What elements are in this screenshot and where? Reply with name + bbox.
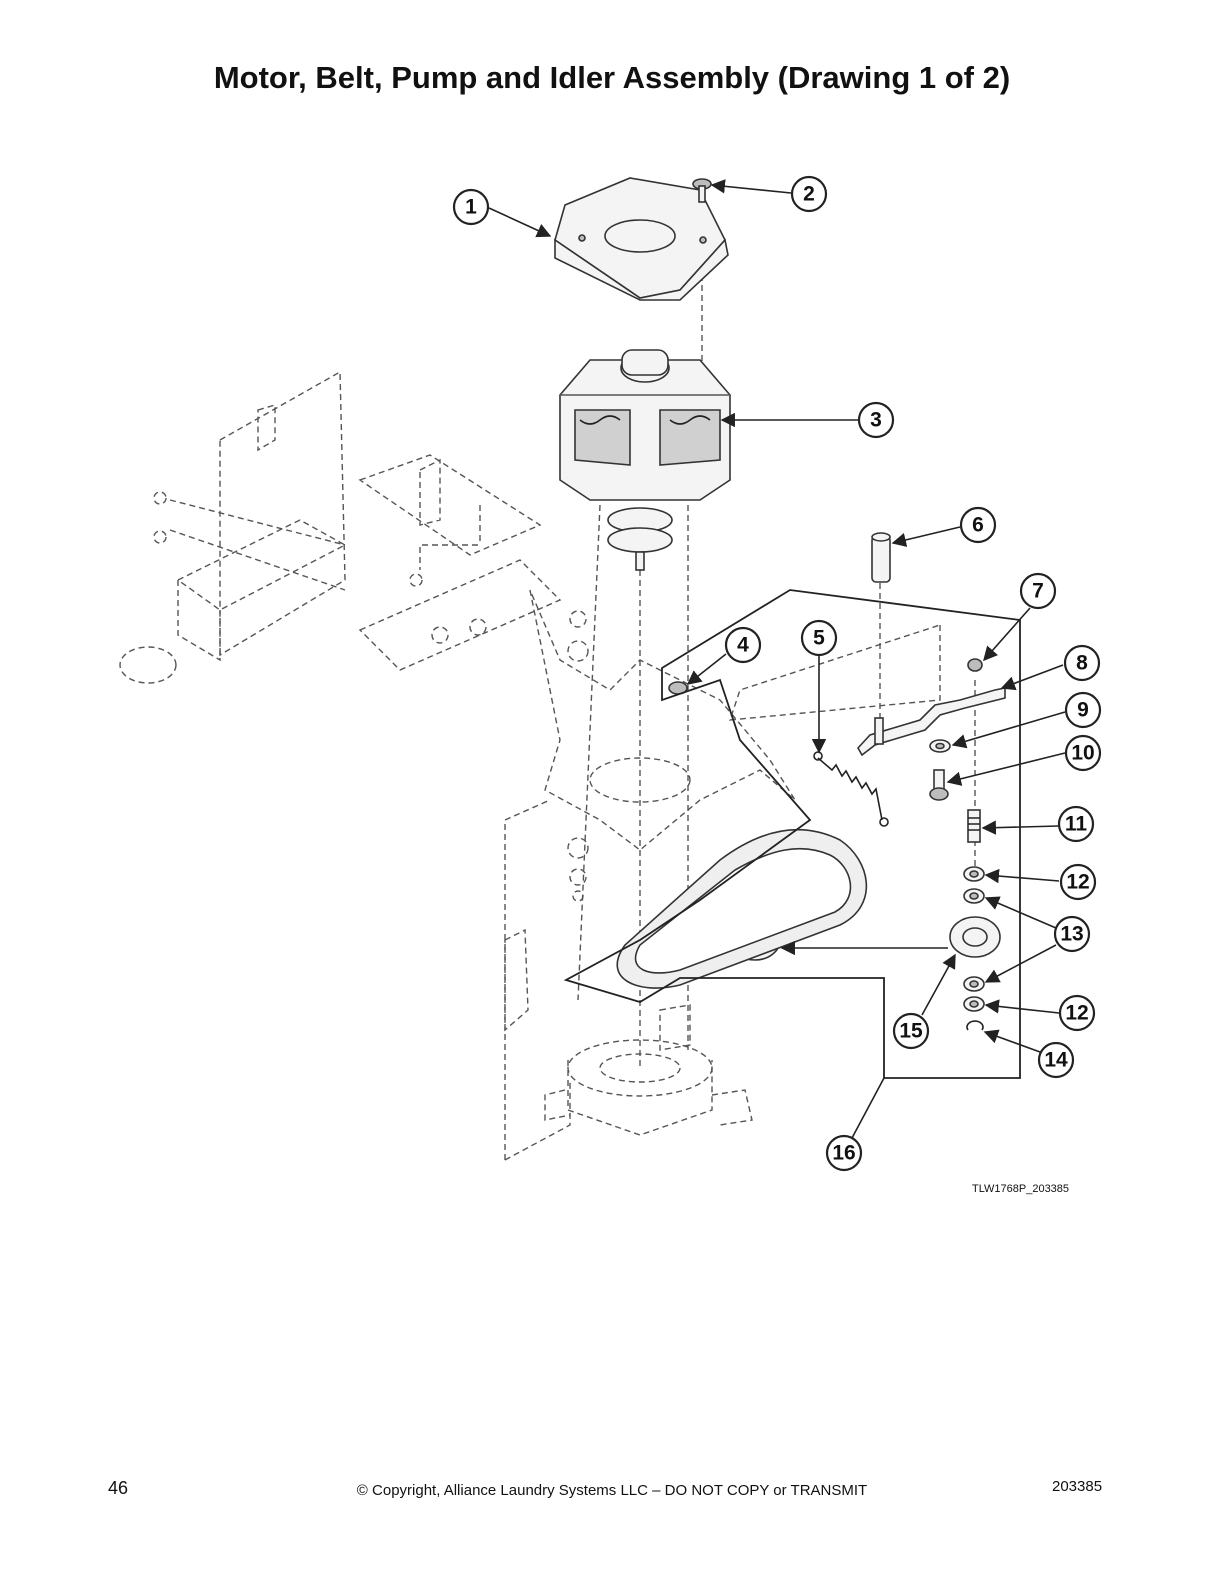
svg-text:11: 11 xyxy=(1065,813,1088,836)
callout-14: 14 xyxy=(1037,1041,1075,1079)
callout-5: 5 xyxy=(800,619,838,657)
part-1-motor-cover xyxy=(554,177,729,301)
svg-text:9: 9 xyxy=(1077,699,1089,722)
part-9-washer xyxy=(929,739,951,753)
callout-7: 7 xyxy=(1019,572,1057,610)
part-3-motor xyxy=(559,349,731,571)
callout-10: 10 xyxy=(1064,734,1102,772)
page-number: 46 xyxy=(108,1478,129,1498)
part-10-bolt xyxy=(929,769,949,801)
svg-text:12: 12 xyxy=(1066,871,1089,894)
callout-15: 15 xyxy=(892,1012,930,1050)
ghost-frame-assembly xyxy=(119,370,562,684)
svg-text:12: 12 xyxy=(1065,1002,1088,1025)
svg-text:10: 10 xyxy=(1071,742,1094,765)
callout-3: 3 xyxy=(857,401,895,439)
figure-reference: TLW1768P_203385 xyxy=(972,1183,1070,1195)
callout-12-upper: 12 xyxy=(1059,863,1097,901)
part-7-nut xyxy=(967,658,983,672)
svg-text:2: 2 xyxy=(803,183,815,206)
part-8-idler-arm xyxy=(857,687,1006,757)
part-5-spring xyxy=(813,751,889,827)
copyright-notice: © Copyright, Alliance Laundry Systems LL… xyxy=(356,1482,868,1499)
svg-text:13: 13 xyxy=(1060,923,1083,946)
svg-text:1: 1 xyxy=(465,196,477,219)
svg-text:4: 4 xyxy=(737,634,749,657)
svg-text:15: 15 xyxy=(899,1020,923,1043)
svg-text:5: 5 xyxy=(813,627,825,650)
page-title: Motor, Belt, Pump and Idler Assembly (Dr… xyxy=(213,60,1011,95)
callout-16: 16 xyxy=(825,1134,863,1172)
document-number: 203385 xyxy=(1052,1478,1103,1495)
svg-text:8: 8 xyxy=(1076,652,1088,675)
svg-text:16: 16 xyxy=(832,1142,855,1165)
callout-4: 4 xyxy=(724,626,762,664)
ghost-pump xyxy=(544,1004,753,1136)
callout-11: 11 xyxy=(1057,805,1095,843)
belt-bracket-frame xyxy=(563,589,1021,1079)
part-6-pin xyxy=(871,532,891,583)
callout-2: 2 xyxy=(790,175,828,213)
part-16-belt xyxy=(616,828,868,989)
part-11-stud xyxy=(967,809,981,843)
callout-13: 13 xyxy=(1053,915,1091,953)
callout-1: 1 xyxy=(452,188,490,226)
callout-6: 6 xyxy=(959,506,997,544)
leader-arrows xyxy=(488,179,1066,1139)
svg-text:14: 14 xyxy=(1044,1049,1068,1072)
callout-8: 8 xyxy=(1063,644,1101,682)
part-washer-stack xyxy=(963,866,985,1031)
svg-text:3: 3 xyxy=(870,409,882,432)
callout-12-lower: 12 xyxy=(1058,994,1096,1032)
callout-9: 9 xyxy=(1064,691,1102,729)
svg-text:6: 6 xyxy=(972,514,984,537)
svg-text:7: 7 xyxy=(1032,580,1044,603)
ghost-mounting-bracket xyxy=(504,589,796,1161)
